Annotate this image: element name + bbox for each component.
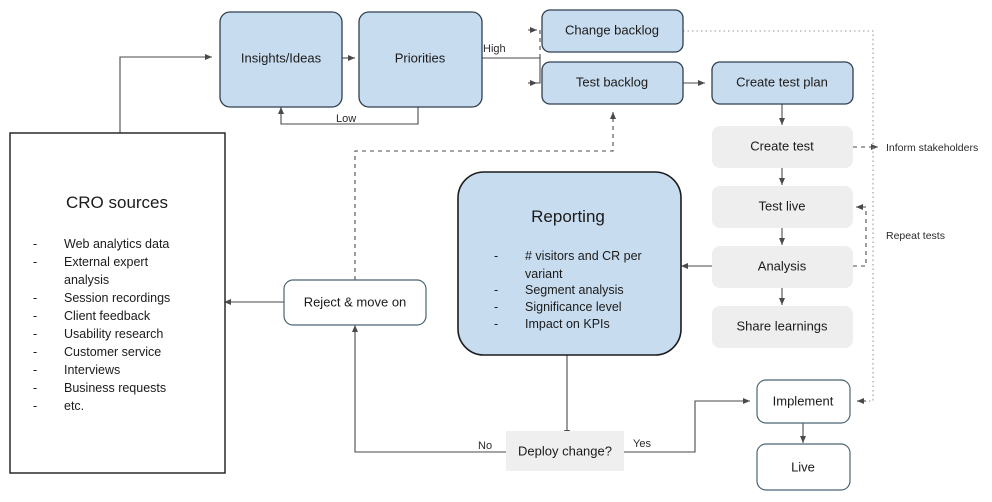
node-create-test[interactable]: Create test xyxy=(712,126,853,168)
node-deploy-change[interactable]: Deploy change? xyxy=(506,431,624,471)
node-implement[interactable]: Implement xyxy=(756,379,851,424)
connectors-dotted xyxy=(683,30,874,402)
edge-priorities-high-route xyxy=(536,29,541,58)
cro-bullet: - xyxy=(33,399,37,413)
node-insights-ideas[interactable]: Insights/Ideas xyxy=(219,11,343,108)
node-create-test-plan-label: Create test plan xyxy=(736,74,828,89)
reporting-bullet: - xyxy=(494,249,498,263)
node-test-backlog[interactable]: Test backlog xyxy=(541,61,684,105)
reporting-item-2: Segment analysis xyxy=(525,283,624,297)
cro-bullet: - xyxy=(33,291,37,305)
edge-priorities-low-to-insights xyxy=(278,104,419,125)
node-share-learnings[interactable]: Share learnings xyxy=(712,306,853,348)
cro-bullet: - xyxy=(33,309,37,323)
node-live-label: Live xyxy=(791,459,815,474)
node-insights-label: Insights/Ideas xyxy=(241,50,322,65)
node-create-test-label: Create test xyxy=(750,138,814,153)
cro-bullet: - xyxy=(33,237,37,251)
edge-cro-to-insights xyxy=(119,54,212,133)
reporting-bullet: - xyxy=(494,317,498,331)
node-share-learnings-label: Share learnings xyxy=(736,318,828,333)
cro-item-1: External expert xyxy=(64,255,149,269)
node-reject-label: Reject & move on xyxy=(304,294,407,309)
edge-label-high: High xyxy=(483,43,506,55)
reporting-bullet: - xyxy=(494,300,498,314)
connectors-solid xyxy=(119,54,806,453)
cro-sources-list: - Web analytics data - External expert a… xyxy=(33,237,170,413)
cro-bullet: - xyxy=(33,255,37,269)
node-test-live[interactable]: Test live xyxy=(712,186,853,228)
connectors-dashed xyxy=(354,27,878,280)
node-test-live-label: Test live xyxy=(759,198,806,213)
cro-item-7: Interviews xyxy=(64,363,120,377)
cro-item-2: analysis xyxy=(64,273,109,287)
cro-item-4: Client feedback xyxy=(64,309,151,323)
node-analysis[interactable]: Analysis xyxy=(712,246,853,288)
cro-bullet: - xyxy=(33,345,37,359)
cro-item-9: etc. xyxy=(64,399,84,413)
edge-changebacklog-to-implement xyxy=(683,30,874,402)
node-reject-move-on[interactable]: Reject & move on xyxy=(283,279,427,326)
cro-item-6: Customer service xyxy=(64,345,161,359)
node-test-backlog-label: Test backlog xyxy=(576,74,648,89)
edge-label-no: No xyxy=(478,440,492,452)
edge-label-yes: Yes xyxy=(633,438,651,450)
node-change-backlog-label: Change backlog xyxy=(565,22,659,37)
edge-reject-to-testbacklog xyxy=(354,112,616,280)
reporting-title: Reporting xyxy=(531,207,605,226)
edge-label-low: Low xyxy=(336,113,356,125)
cro-item-8: Business requests xyxy=(64,381,166,395)
label-repeat-tests: Repeat tests xyxy=(886,230,945,242)
cro-item-0: Web analytics data xyxy=(64,237,169,251)
node-reporting[interactable]: Reporting - # visitors and CR per varian… xyxy=(457,171,682,356)
reporting-item-3: Significance level xyxy=(525,300,622,314)
edge-repeat-tests xyxy=(853,204,867,267)
node-priorities[interactable]: Priorities xyxy=(358,11,483,108)
node-priorities-label: Priorities xyxy=(395,50,446,65)
node-change-backlog[interactable]: Change backlog xyxy=(541,9,684,53)
cro-sources-title: CRO sources xyxy=(66,193,168,212)
node-implement-label: Implement xyxy=(773,393,834,408)
reporting-item-0: # visitors and CR per xyxy=(525,249,642,263)
reporting-item-4: Impact on KPIs xyxy=(525,317,610,331)
cro-item-3: Session recordings xyxy=(64,291,170,305)
label-inform-stakeholders: Inform stakeholders xyxy=(886,142,978,154)
edge-priorities-to-testbacklog-route xyxy=(482,57,541,84)
reporting-item-1: variant xyxy=(525,267,563,281)
edge-deploy-no-to-reject xyxy=(352,325,506,453)
cro-bullet: - xyxy=(33,381,37,395)
edge-deploy-yes-to-implement xyxy=(624,398,750,453)
cro-bullet: - xyxy=(33,363,37,377)
cro-sources-box[interactable] xyxy=(9,132,226,474)
cro-bullet: - xyxy=(33,327,37,341)
node-deploy-change-label: Deploy change? xyxy=(518,443,612,458)
node-create-test-plan[interactable]: Create test plan xyxy=(711,61,854,105)
node-analysis-label: Analysis xyxy=(758,258,807,273)
node-live[interactable]: Live xyxy=(756,443,851,491)
cro-item-5: Usability research xyxy=(64,327,163,341)
reporting-bullet: - xyxy=(494,283,498,297)
